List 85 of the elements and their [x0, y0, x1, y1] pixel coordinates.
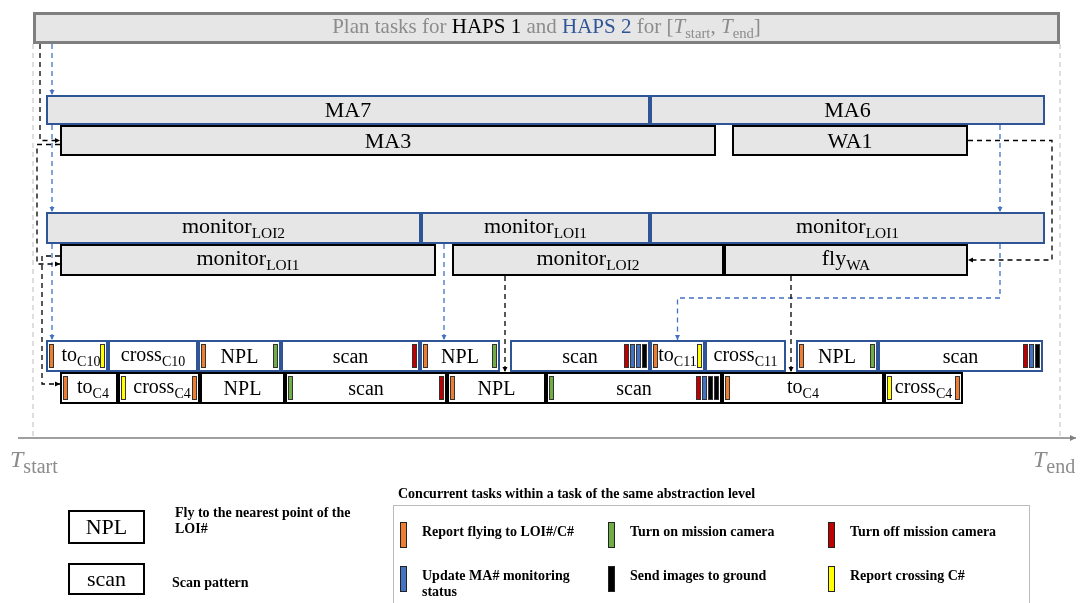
task-bar: [878, 340, 1043, 372]
legend-heading: Concurrent tasks within a task of the same abstraction level: [398, 486, 756, 502]
task-label: scan: [86, 568, 127, 590]
legend-label: Update MA# monitoring status: [422, 568, 571, 600]
task-label: monitor$_{LOI1}$: [196, 247, 300, 273]
task-bar: [447, 372, 546, 404]
task-bar: [60, 244, 436, 276]
task-label: NPL: [85, 516, 128, 538]
task-label: monitor$_{LOI1}$: [796, 215, 899, 241]
task-bar: [46, 95, 650, 125]
task-bar: [281, 340, 420, 372]
task-bar: [724, 244, 968, 276]
task-label: NPL: [818, 346, 856, 366]
task-label: scan: [616, 378, 652, 398]
legend-description: Fly to the nearest point of the LOI#: [175, 505, 352, 537]
task-bar: [420, 340, 500, 372]
task-label: WA1: [827, 129, 873, 152]
task-bar: [46, 340, 108, 372]
legend-label: Report crossing C#: [850, 568, 966, 584]
task-bar: [108, 340, 198, 372]
legend-sample-box: [68, 563, 145, 595]
task-bar: [650, 212, 1045, 244]
task-label: MA6: [824, 99, 871, 121]
task-label: monitor$_{LOI1}$: [484, 215, 587, 241]
arrow: [49, 43, 55, 96]
plan-title: Plan tasks for HAPS 1 and HAPS 2 for [T$_{start}$, T$_{end}$]: [332, 15, 761, 41]
task-bar: [796, 340, 878, 372]
plan-task-bar: [33, 12, 1060, 44]
task-bar: [421, 212, 650, 244]
arrow: [41, 255, 61, 387]
legend-sample-box: [68, 510, 145, 544]
task-bar: [650, 95, 1045, 125]
task-label: cross$_{C4}$: [894, 375, 953, 401]
arrow: [39, 43, 61, 144]
task-label: cross$_{C10}$: [120, 343, 186, 369]
task-bar: [732, 125, 968, 156]
task-label: cross$_{C11}$: [713, 343, 778, 369]
arrow: [49, 124, 55, 213]
task-bar: [546, 372, 722, 404]
task-bar: [200, 372, 285, 404]
arrow: [674, 243, 1001, 341]
arrow: [502, 275, 508, 373]
task-bar: [46, 212, 421, 244]
legend-label: Send images to ground: [630, 568, 768, 584]
task-bar: [452, 244, 724, 276]
task-label: cross$_{C4}$: [133, 375, 191, 401]
legend-label: Turn on mission camera: [630, 524, 776, 540]
arrow: [441, 243, 447, 341]
task-label: scan: [942, 346, 979, 366]
legend-label: Report flying to LOI#/C#: [422, 524, 576, 540]
task-label: NPL: [220, 346, 259, 366]
task-label: scan: [348, 378, 384, 398]
task-bar: [884, 372, 963, 404]
task-label: scan: [562, 346, 598, 366]
axis-label: T$_{start}$: [10, 446, 58, 478]
task-label: to$_{C4}$: [77, 375, 109, 401]
task-bar: [198, 340, 281, 372]
task-bar: [285, 372, 447, 404]
legend-label: Turn off mission camera: [850, 524, 998, 540]
arrow: [997, 124, 1003, 213]
task-label: MA3: [364, 129, 412, 152]
arrow: [967, 139, 1053, 263]
axis-label: T$_{end}$: [1033, 446, 1076, 478]
arrow: [36, 143, 61, 267]
arrow: [788, 275, 794, 373]
task-label: fly$_{WA}$: [821, 247, 871, 273]
task-bar: [510, 340, 650, 372]
task-label: monitor$_{LOI2}$: [182, 215, 285, 241]
task-bar: [60, 125, 716, 156]
task-label: NPL: [441, 346, 479, 366]
task-label: monitor$_{LOI2}$: [536, 247, 640, 273]
task-bar: [118, 372, 200, 404]
task-label: to$_{C4}$: [787, 375, 819, 401]
task-bar: [722, 372, 884, 404]
task-bar: [650, 340, 705, 372]
task-label: to$_{C10}$: [61, 343, 101, 369]
legend-description: Scan pattern: [172, 575, 250, 591]
task-label: to$_{C11}$: [658, 343, 697, 369]
task-label: MA7: [324, 99, 372, 121]
task-label: NPL: [477, 378, 516, 398]
arrow: [49, 243, 55, 341]
task-bar: [705, 340, 786, 372]
task-bar: [60, 372, 118, 404]
task-label: NPL: [223, 378, 262, 398]
task-label: scan: [332, 346, 369, 366]
